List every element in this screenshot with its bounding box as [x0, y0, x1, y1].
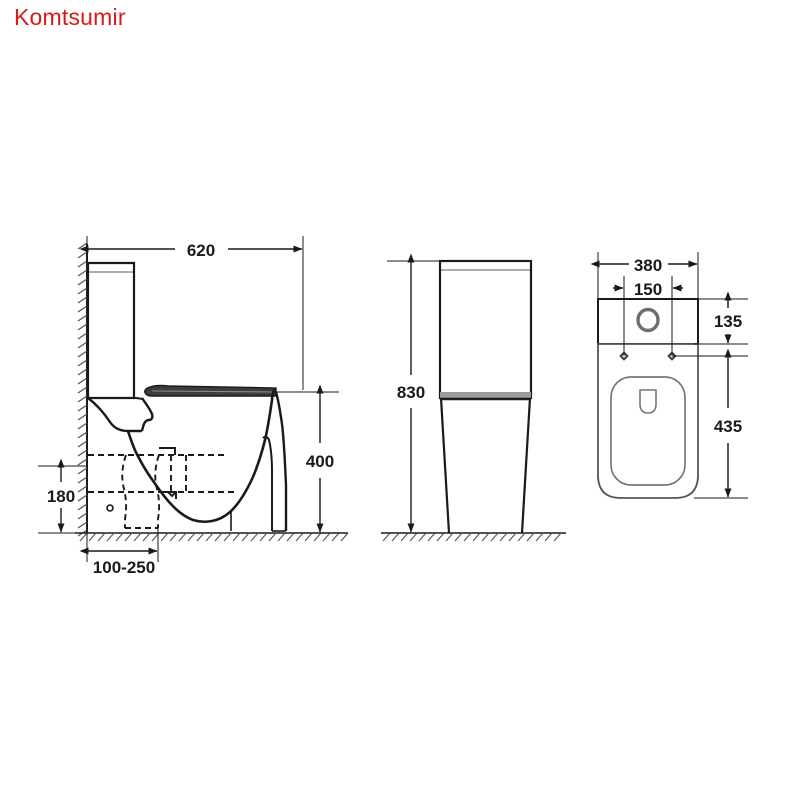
dimension-150: 150	[613, 276, 683, 356]
bowl-front-profile	[439, 397, 532, 534]
front-elevation-view: 830	[381, 253, 566, 542]
dimension-180-label: 180	[47, 487, 75, 506]
fixing-hole-icon	[106, 504, 114, 512]
dimension-100-250: 100-250	[79, 528, 159, 577]
side-elevation-view: 620 400 180 100-250	[38, 236, 349, 577]
dimension-400: 400	[272, 384, 339, 534]
dimension-135-label: 135	[714, 312, 742, 331]
dimension-150-label: 150	[634, 280, 662, 299]
dimension-830-label: 830	[397, 383, 425, 402]
dimension-830: 830	[387, 253, 449, 534]
cistern-front-profile	[438, 259, 533, 400]
floor-line	[75, 532, 349, 542]
flush-button-icon	[636, 307, 660, 333]
dimension-435: 435	[672, 348, 748, 499]
hidden-outlet-solid-detail	[159, 447, 177, 499]
top-plan-view: 380 150 135 435	[590, 252, 748, 499]
dimension-380-label: 380	[634, 256, 662, 275]
cistern-side-profile	[86, 261, 136, 400]
bowl-side-profile	[87, 388, 288, 532]
dimension-620-label: 620	[187, 241, 215, 260]
watermark-komtsumir: Komtsumir	[14, 4, 126, 30]
dimension-135: 135	[694, 291, 748, 345]
dimension-620: 620	[79, 236, 304, 390]
dimension-435-label: 435	[714, 417, 742, 436]
seat-lid-side	[144, 384, 277, 397]
wall-hatching	[77, 242, 88, 537]
front-floor-line	[381, 532, 566, 542]
cistern-plan	[597, 298, 699, 345]
bowl-plan	[597, 343, 699, 499]
dimension-380: 380	[590, 252, 699, 299]
dimension-180: 180	[38, 458, 87, 534]
dimension-100-250-label: 100-250	[93, 558, 155, 577]
dimension-400-label: 400	[306, 452, 334, 471]
bowl-inner-rim	[610, 376, 686, 486]
water-outlet-icon	[639, 389, 657, 414]
